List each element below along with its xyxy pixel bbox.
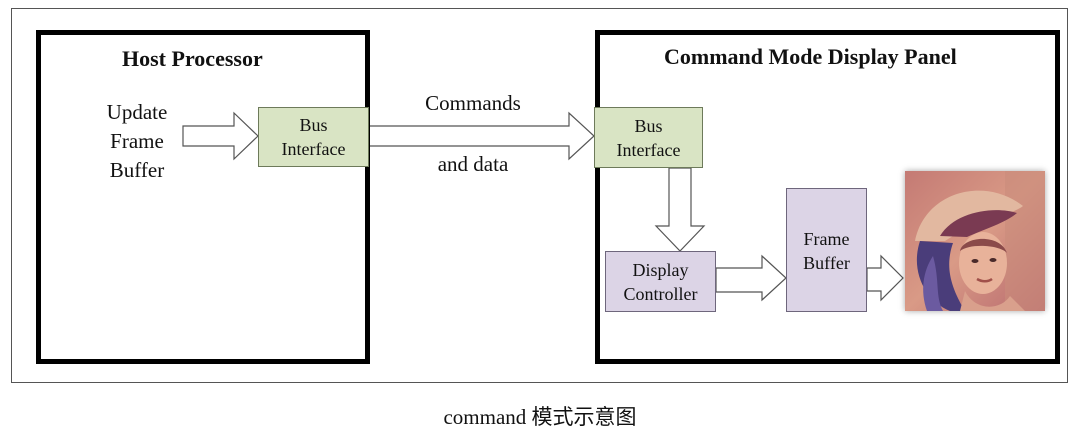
frame-buffer-line: Frame	[803, 229, 850, 249]
host-processor-block	[36, 30, 370, 364]
display-controller-line: Controller	[623, 283, 698, 304]
update-label-line: Frame	[110, 129, 164, 153]
panel-bus-interface-line: Bus	[634, 115, 663, 136]
panel-bus-interface: Bus Interface	[594, 107, 703, 168]
arrow-update-to-host-bus	[182, 111, 259, 161]
diagram-frame	[11, 8, 1068, 383]
panel-bus-interface-line: Interface	[616, 139, 681, 160]
update-label-line: Buffer	[109, 158, 165, 182]
display-panel-title: Command Mode Display Panel	[664, 44, 957, 69]
and-data-label: and data	[437, 152, 509, 176]
frame-buffer: Frame Buffer	[786, 188, 867, 312]
arrow-panel-bus-to-controller	[654, 167, 706, 252]
diagram-caption: command 模式示意图	[443, 405, 637, 429]
commands-label: Commands	[425, 91, 521, 115]
display-controller-line: Display	[632, 259, 689, 280]
arrow-controller-to-frame-buffer	[715, 254, 787, 302]
arrow-frame-buffer-to-display	[866, 254, 904, 302]
update-label-line: Update	[106, 100, 168, 124]
host-bus-interface-line: Interface	[281, 139, 346, 159]
display-controller: Display Controller	[605, 251, 716, 312]
host-bus-interface: Bus Interface	[258, 107, 369, 167]
portrait-photo-icon	[905, 171, 1045, 311]
update-frame-buffer-label: Update Frame Buffer	[92, 98, 182, 185]
arrow-host-bus-to-panel-bus	[368, 111, 595, 161]
frame-buffer-line: Buffer	[803, 253, 850, 273]
host-bus-interface-line: Bus	[299, 115, 328, 135]
display-panel-block	[595, 30, 1060, 364]
host-processor-title: Host Processor	[122, 46, 263, 71]
